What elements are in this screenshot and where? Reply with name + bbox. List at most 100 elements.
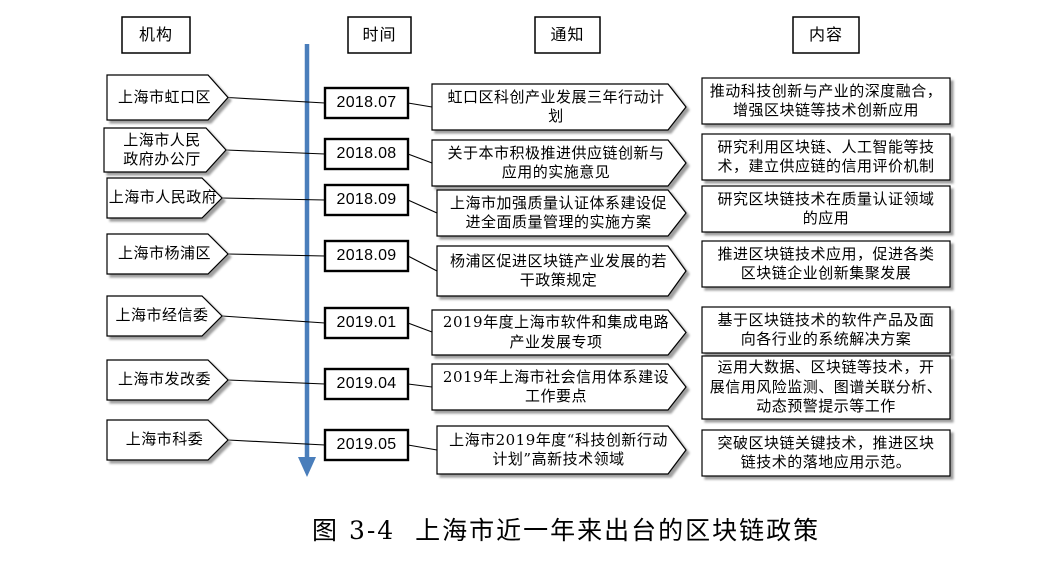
content-box: [701, 185, 951, 233]
content-line: 研究利用区块链、人工智能等技: [717, 137, 935, 156]
header-content: 内容: [808, 25, 843, 45]
notice-line: 杨浦区促进区块链产业发展的若: [449, 251, 667, 270]
notice-line: 干政策规定: [519, 271, 598, 289]
notice-line: 计划”高新技术领域: [492, 450, 625, 468]
row-6-content: 运用大数据、区块链等技术，开 展信用风险监测、图谱关联分析、 动态预警提示等工作: [702, 356, 950, 419]
notice-shape: [431, 363, 687, 411]
content-box: [701, 429, 951, 477]
institution-line: 上海市科委: [125, 430, 204, 449]
connector-institution-date: [227, 439, 326, 446]
date-box: [323, 367, 410, 401]
institution-shape: [106, 74, 229, 121]
date-boxes: [323, 86, 410, 462]
notice-shape: [431, 309, 687, 356]
content-line: 推进区块链技术应用，促进各类: [717, 244, 935, 263]
connector-date-notice: [407, 102, 433, 108]
row-6-institution: 上海市发改委: [107, 360, 222, 400]
row-2-notice: 关于本市积极推进供应链创新与 应用的实施意见: [432, 140, 680, 186]
notice-line: 应用的实施意见: [501, 163, 611, 181]
row-7-content: 突破区块链关键技术，推进区块 链技术的落地应用示范。: [702, 430, 950, 476]
connector-date-notice: [407, 444, 438, 451]
notice-shape: [436, 245, 687, 297]
notice-line: 虹口区科创产业发展三年行动计: [447, 87, 665, 106]
figure-caption: 图 3-4 上海市近一年来出台的区块链政策: [312, 516, 821, 545]
row-1-content: 推动科技创新与产业的深度融合， 增强区块链等技术创新应用: [702, 78, 950, 124]
content-box: [701, 306, 951, 354]
row-3-date: 2018.09: [336, 191, 397, 209]
content-box: [701, 133, 951, 181]
header-box-content: [792, 16, 860, 54]
row-2-institution: 上海市人民 政府办公厅: [104, 128, 220, 172]
notice-shape: [436, 189, 687, 237]
institution-line: 上海市发改委: [117, 370, 211, 389]
connector-institution-date: [225, 149, 326, 155]
institution-shape: [103, 127, 227, 173]
row-5-content: 基于区块链技术的软件产品及面 向各行业的系统解决方案: [702, 307, 950, 353]
timeline-arrow: [298, 44, 316, 477]
row-2-date: 2018.08: [336, 145, 397, 163]
notice-line: 2019年度上海市软件和集成电路: [442, 313, 670, 331]
content-line: 运用大数据、区块链等技术，开: [717, 358, 935, 377]
content-line: 的应用: [802, 209, 850, 227]
institution-shape: [106, 295, 223, 337]
content-line: 突破区块链关键技术，推进区块: [717, 433, 935, 452]
connector-date-notice: [407, 322, 433, 333]
row-7-date: 2019.05: [336, 436, 397, 454]
content-box: [701, 355, 951, 420]
row-4-content: 推进区块链技术应用，促进各类 区块链企业创新集聚发展: [702, 241, 950, 287]
notice-line: 上海市加强质量认证体系建设促: [449, 193, 667, 212]
row-3-institution: 上海市人民政府: [107, 178, 219, 218]
row-3-content: 研究区块链技术在质量认证领域 的应用: [702, 186, 950, 232]
connector-date-notice: [407, 199, 438, 214]
institution-line: 政府办公厅: [123, 150, 201, 168]
row-6-notice: 2019年上海市社会信用体系建设 工作要点: [432, 364, 680, 410]
header-notice: 通知: [550, 25, 585, 45]
content-line: 链技术的落地应用示范。: [740, 453, 912, 471]
notice-shape: [431, 139, 687, 187]
content-line: 展信用风险监测、图谱关联分析、: [709, 377, 943, 396]
notice-line: 上海市2019年度“科技创新行动: [449, 430, 668, 449]
row-5-date: 2019.01: [336, 314, 397, 332]
content-line: 动态预警提示等工作: [756, 397, 896, 416]
date-box: [323, 137, 410, 171]
date-box: [323, 183, 410, 217]
date-box: [323, 306, 410, 340]
content-boxes: [701, 77, 951, 477]
institution-shape: [106, 359, 229, 401]
content-line: 区块链企业创新集聚发展: [740, 264, 912, 282]
institution-line: 上海市人民: [123, 130, 201, 149]
institution-line: 上海市人民政府: [108, 188, 218, 207]
content-box: [701, 77, 951, 125]
institution-shapes: [103, 74, 229, 461]
content-line: 推动科技创新与产业的深度融合，: [709, 81, 943, 100]
row-3-notice: 上海市加强质量认证体系建设促 进全面质量管理的实施方案: [437, 190, 680, 236]
institution-line: 上海市经信委: [115, 306, 209, 325]
content-line: 基于区块链技术的软件产品及面: [717, 310, 935, 329]
connector-institution-date: [227, 96, 326, 104]
institution-shape: [106, 233, 229, 275]
connector-institution-date: [221, 315, 326, 324]
row-4-date: 2018.09: [336, 247, 397, 265]
notice-shape: [436, 425, 687, 475]
institution-shape: [106, 419, 229, 461]
content-box: [701, 240, 951, 288]
content-line: 术，建立供应链的信用评价机制: [717, 157, 935, 175]
row-4-institution: 上海市杨浦区: [107, 234, 222, 274]
notice-line: 进全面质量管理的实施方案: [465, 213, 652, 231]
connector-date-notice: [407, 153, 433, 164]
row-7-institution: 上海市科委: [107, 420, 222, 460]
row-1-notice: 虹口区科创产业发展三年行动计 划: [432, 84, 680, 130]
header-box-time: [347, 16, 412, 54]
row-6-date: 2019.04: [336, 375, 397, 393]
row-2-content: 研究利用区块链、人工智能等技 术，建立供应链的信用评价机制: [702, 134, 950, 180]
notice-line: 工作要点: [524, 387, 587, 405]
timeline-arrow-head: [298, 457, 316, 477]
date-box: [323, 428, 410, 462]
connector-institution-date: [221, 197, 326, 201]
row-4-notice: 杨浦区促进区块链产业发展的若 干政策规定: [437, 246, 680, 296]
connector-institution-date: [227, 379, 326, 385]
row-1-date: 2018.07: [336, 94, 397, 112]
notice-shapes: [431, 83, 687, 475]
connector-institution-date: [227, 253, 326, 257]
